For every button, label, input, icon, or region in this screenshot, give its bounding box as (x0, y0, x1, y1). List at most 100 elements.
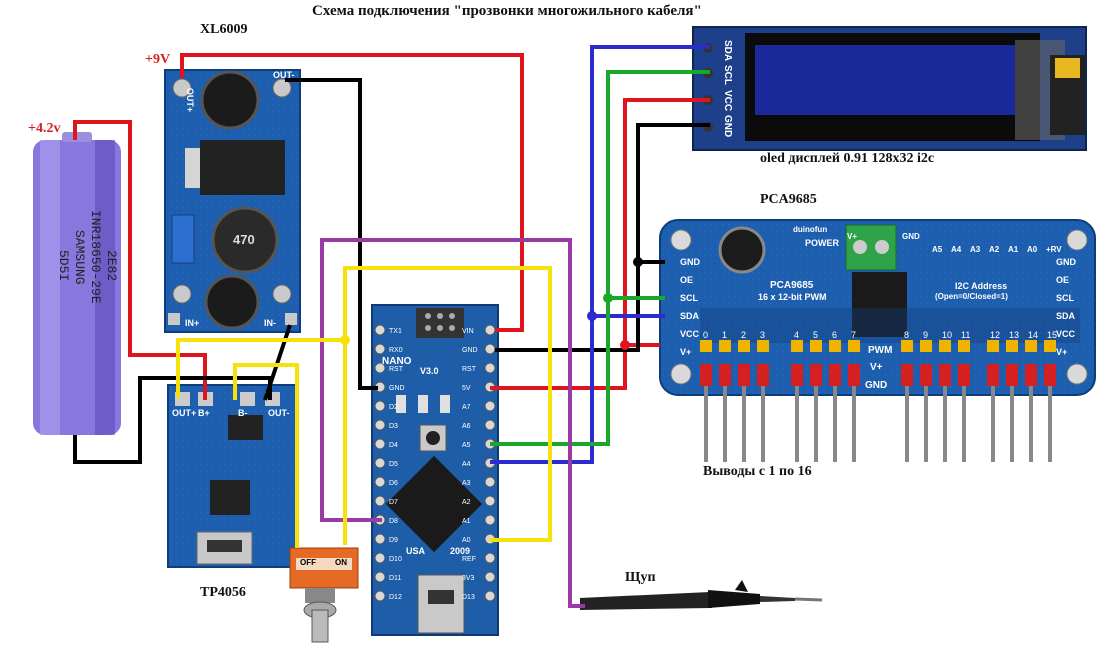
switch-off: OFF (300, 558, 316, 567)
pca-channel-block-4 (791, 364, 803, 386)
nano-pin-left-9 (374, 495, 386, 507)
tp4056-board (167, 384, 299, 568)
pca9685-label: PCA9685 (760, 192, 817, 207)
nano-name: NANO (382, 356, 412, 367)
xl6009-label: XL6009 (200, 22, 248, 37)
nano-usa: USA (406, 546, 426, 556)
nano-pin-right-13 (484, 571, 496, 583)
nano-pin-left-4 (374, 400, 386, 412)
nano-pin-label-left-9: D7 (389, 499, 398, 506)
pca-channel-header-9 (920, 340, 932, 352)
pca-addr-a1: A1 (1008, 245, 1019, 254)
pca-channel-label-6: 6 (832, 330, 837, 340)
nano-pin-label-left-11: D9 (389, 537, 398, 544)
wire-junctions (340, 257, 643, 350)
nano-pin-label-right-11: A0 (462, 537, 471, 544)
label-plus-9v: +9V (145, 52, 171, 67)
tp4056-pin-0: OUT+ (172, 408, 197, 418)
nano-pin-left-12 (374, 552, 386, 564)
pca-channel-label-8: 8 (904, 330, 909, 340)
pca-channel-label-7: 7 (851, 330, 856, 340)
pca-board-name: PCA9685 (770, 280, 814, 291)
pca-addr-a2: A2 (989, 245, 1000, 254)
pca-channel-block-11 (958, 364, 970, 386)
pca-channel-block-5 (810, 364, 822, 386)
pca-channel-header-5 (810, 340, 822, 352)
pca-left-pin-sda: SDA (680, 311, 700, 321)
nano-pin-label-right-13: 3V3 (462, 575, 475, 582)
pca-channel-label-1: 1 (722, 330, 727, 340)
pca-channel-header-14 (1025, 340, 1037, 352)
tp4056-pin-2: B- (238, 408, 248, 418)
pca-subtitle: 16 x 12-bit PWM (758, 292, 827, 302)
pca-terminal-gnd: GND (902, 232, 920, 241)
pca-channel-label-15: 15 (1047, 330, 1057, 340)
pca-channel-label-13: 13 (1009, 330, 1019, 340)
pca-channel-header-4 (791, 340, 803, 352)
pca-channel-header-1 (719, 340, 731, 352)
nano-pin-label-right-2: RST (462, 366, 477, 373)
nano-pin-right-5 (484, 419, 496, 431)
xl6009-board (164, 69, 301, 333)
nano-pin-label-left-3: GND (389, 385, 405, 392)
wires (73, 45, 710, 608)
nano-year: 2009 (450, 546, 471, 556)
pca-channel-block-9 (920, 364, 932, 386)
nano-pin-label-left-12: D10 (389, 556, 402, 563)
nano-pin-right-0 (484, 324, 496, 336)
xl6009-inductor-label: 470 (233, 232, 255, 247)
pca-channel-header-11 (958, 340, 970, 352)
nano-pin-left-8 (374, 476, 386, 488)
nano-pin-label-right-6: A5 (462, 442, 471, 449)
nano-pin-label-left-13: D11 (389, 575, 401, 582)
toggle-switch (289, 547, 359, 643)
pca-channel-label-10: 10 (942, 330, 952, 340)
battery-18650: INR18650-29E SAMSUNG 5D5I 2E82 (33, 132, 121, 435)
pca-channel-header-15 (1044, 340, 1056, 352)
oled-pin-gnd: GND (722, 115, 733, 138)
nano-pin-label-right-1: GND (462, 347, 478, 354)
tp4056-pin-3: OUT- (268, 408, 290, 418)
nano-pin-label-right-7: A4 (462, 461, 471, 468)
xl6009-out-plus: OUT+ (185, 87, 196, 113)
nano-pin-label-left-10: D8 (389, 518, 398, 525)
oled-display (692, 26, 1087, 151)
nano-pin-right-10 (484, 514, 496, 526)
oled-caption: oled дисплей 0.91 128x32 i2c (760, 151, 935, 166)
xl6009-in-minus: IN- (264, 318, 276, 328)
nano-pin-label-left-8: D6 (389, 480, 398, 487)
xl6009-out-minus: OUT- (273, 70, 295, 80)
nano-pin-label-left-2: RST (389, 366, 404, 373)
pca-right-pin-vcc: VCC (1056, 329, 1076, 339)
pca-channel-header-13 (1006, 340, 1018, 352)
arduino-nano-board (371, 304, 499, 636)
nano-pin-left-2 (374, 362, 386, 374)
pca-channel-block-2 (738, 364, 750, 386)
pca-left-pin-oe: OE (680, 275, 694, 285)
svg-text:INR18650-29E SAMSUNG: INR18650-29E SAMSUNG 5D5I 2E82 (56, 210, 119, 311)
nano-pin-left-7 (374, 457, 386, 469)
pca-i2c-sub: (Open=0/Closed=1) (935, 292, 1008, 301)
pca-addr-+rv: +RV (1046, 245, 1062, 254)
pca-addr-a4: A4 (951, 245, 962, 254)
pca-channel-block-3 (757, 364, 769, 386)
pca-left-pin-vcc: VCC (680, 329, 700, 339)
xl6009-in-plus: IN+ (185, 318, 200, 328)
nano-pin-left-0 (374, 324, 386, 336)
oled-pin-vcc: VCC (722, 90, 733, 112)
pca-gnd: GND (865, 380, 888, 391)
pca-right-pin-oe: OE (1056, 275, 1070, 285)
nano-pin-right-12 (484, 552, 496, 564)
pca-right-pin-scl: SCL (1056, 293, 1074, 303)
pca-vplus: V+ (870, 362, 883, 373)
nano-pin-label-right-3: 5V (462, 385, 471, 392)
pca-addr-a0: A0 (1027, 245, 1038, 254)
tp4056-label: TP4056 (200, 585, 246, 600)
nano-pin-left-6 (374, 438, 386, 450)
diagram-title: Схема подключения "прозвонки многожильно… (312, 3, 702, 19)
pca-channel-label-4: 4 (794, 330, 799, 340)
tp4056-pin-1: B+ (198, 408, 210, 418)
outputs-caption: Выводы с 1 по 16 (703, 464, 812, 479)
